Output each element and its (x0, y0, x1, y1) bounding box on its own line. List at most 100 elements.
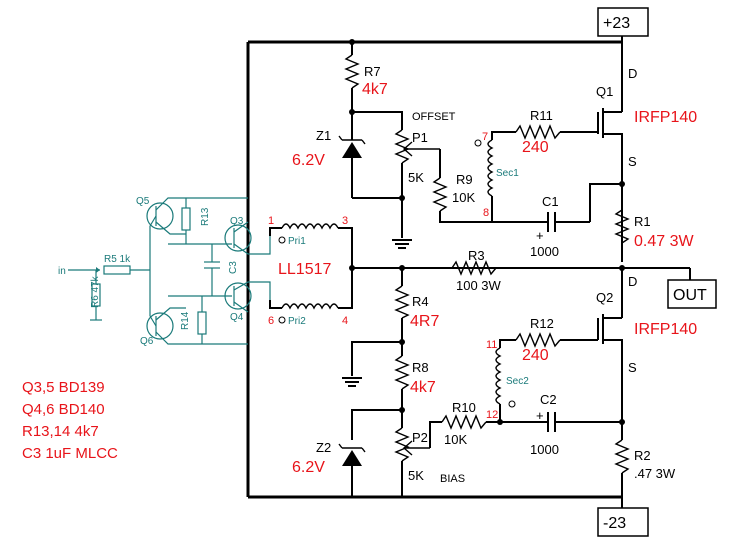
r11-label: R11 (530, 108, 553, 123)
r2-value: .47 3W (634, 466, 676, 481)
z2-value: 6.2V (292, 459, 325, 476)
z1-value: 6.2V (292, 152, 325, 169)
r4-label: R4 (412, 294, 429, 309)
pos-rail-box (597, 7, 649, 37)
r6-label: R6 47k (90, 275, 101, 308)
pin-11: 11 (486, 339, 497, 351)
p2-potentiometer (394, 427, 410, 462)
r5-resistor (103, 265, 131, 275)
r2-resistor (614, 439, 630, 474)
q4-transistor (224, 282, 252, 310)
pin-7: 7 (482, 131, 488, 143)
r14-label: R14 (180, 311, 191, 330)
out-box (667, 279, 717, 309)
r3-resistor (451, 260, 497, 276)
q4-label: Q4 (230, 312, 244, 323)
pri1-label: Pri1 (288, 236, 306, 247)
neg-rail-box (597, 507, 649, 537)
r7-label: R7 (364, 64, 381, 79)
c2-plus: + (536, 408, 544, 423)
z2-zener (342, 450, 362, 466)
r4-resistor (394, 285, 410, 319)
r5-label: R5 1k (104, 254, 131, 265)
r14-resistor (197, 311, 207, 335)
c1-value: 1000 (530, 244, 559, 259)
sec2-label: Sec2 (506, 376, 529, 387)
q1-value: IRFP140 (634, 109, 697, 126)
r13-resistor (181, 207, 191, 231)
sec1-label: Sec1 (496, 168, 519, 179)
pin-8: 8 (483, 207, 489, 219)
r9-value: 10K (452, 190, 475, 205)
z2-label: Z2 (316, 440, 331, 455)
r3-value: 100 3W (456, 278, 502, 293)
r7-value: 4k7 (362, 81, 388, 98)
q1-source: S (628, 154, 637, 169)
pri1-coil (281, 223, 339, 230)
input-label: in (58, 266, 66, 277)
transformer-name: LL1517 (278, 261, 331, 278)
r8-value: 4k7 (410, 379, 436, 396)
q3-transistor (224, 224, 252, 252)
q5-transistor (146, 202, 174, 230)
q2-drain: D (628, 274, 637, 289)
r10-label: R10 (452, 400, 476, 415)
r3-label: R3 (468, 248, 485, 263)
pin-12: 12 (486, 409, 498, 421)
q2-value: IRFP140 (634, 321, 697, 338)
r2-label: R2 (634, 448, 651, 463)
c2-label: C2 (540, 392, 557, 407)
pin-3: 3 (342, 215, 348, 227)
pri2-label: Pri2 (288, 316, 306, 327)
r10-resistor (441, 414, 487, 430)
q6-label: Q6 (140, 336, 154, 347)
z1-label: Z1 (316, 128, 331, 143)
pin-1: 1 (268, 215, 274, 227)
p1-potentiometer (394, 129, 410, 164)
r1-value: 0.47 3W (634, 233, 694, 250)
r12-resistor (515, 332, 561, 348)
p2-value: 5K (408, 468, 424, 483)
p2-label: P2 (412, 430, 428, 445)
offset-label: OFFSET (412, 111, 456, 123)
r1-label: R1 (634, 214, 651, 229)
bias-label: BIAS (440, 473, 465, 485)
p1-value: 5K (408, 170, 424, 185)
r7-resistor (344, 54, 360, 89)
out-label: OUT (673, 287, 707, 304)
q2-source: S (628, 360, 637, 375)
r1-resistor (614, 209, 630, 244)
r11-value: 240 (522, 139, 549, 156)
q3-label: Q3 (230, 216, 244, 227)
r8-label: R8 (412, 360, 429, 375)
r11-resistor (515, 124, 561, 140)
r9-resistor (432, 177, 448, 212)
pin-4: 4 (342, 315, 348, 327)
r9-label: R9 (456, 172, 473, 187)
q6-transistor (146, 312, 174, 340)
r12-value: 240 (522, 347, 549, 364)
r12-label: R12 (530, 316, 554, 331)
neg-rail-label: -23 (603, 515, 626, 532)
note-4: C3 1uF MLCC (22, 445, 118, 462)
q1-drain: D (628, 66, 637, 81)
p1-label: P1 (412, 130, 428, 145)
c2-value: 1000 (530, 442, 559, 457)
c3-label: C3 (228, 261, 239, 274)
c1-label: C1 (542, 194, 559, 209)
note-1: Q3,5 BD139 (22, 379, 105, 396)
note-2: Q4,6 BD140 (22, 401, 105, 418)
pos-rail-label: +23 (603, 15, 630, 32)
r4-value: 4R7 (410, 313, 439, 330)
sec2-coil (495, 347, 502, 405)
c1-plus: + (536, 228, 544, 243)
r13-label: R13 (200, 207, 211, 226)
note-3: R13,14 4k7 (22, 423, 99, 440)
sec1-coil (487, 139, 494, 197)
pri2-coil (281, 303, 339, 310)
pin-6: 6 (268, 315, 274, 327)
q2-label: Q2 (596, 290, 613, 305)
z1-zener (342, 142, 362, 158)
